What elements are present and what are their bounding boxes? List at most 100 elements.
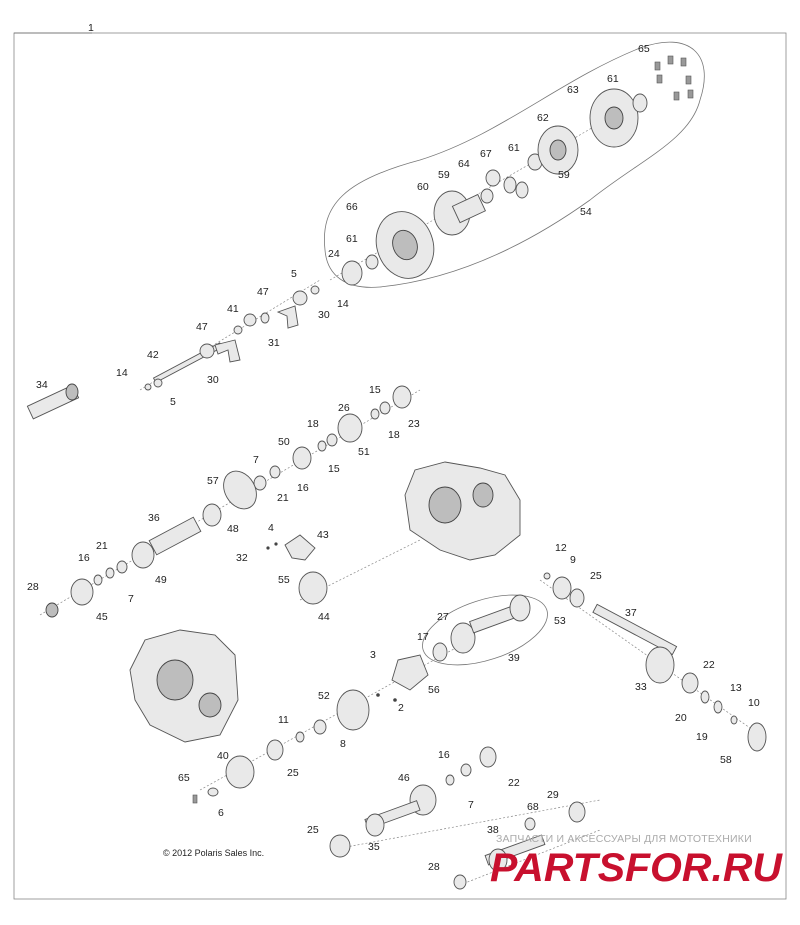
callout: 18 — [307, 418, 319, 430]
callout: 64 — [458, 158, 470, 170]
callout: 2 — [398, 702, 404, 714]
callout: 32 — [236, 552, 248, 564]
callout: 21 — [96, 540, 108, 552]
callout: 61 — [346, 233, 358, 245]
shift-cam-group — [266, 534, 328, 605]
callout: 63 — [567, 84, 579, 96]
callout: 23 — [408, 418, 420, 430]
callout: 16 — [438, 749, 450, 761]
callout: 4 — [268, 522, 274, 534]
callout: 18 — [388, 429, 400, 441]
callout: 46 — [398, 772, 410, 784]
shift-fork-group — [144, 285, 320, 391]
callout: 60 — [417, 181, 429, 193]
callout: 14 — [337, 298, 349, 310]
callout: 68 — [527, 801, 539, 813]
callout: 65 — [178, 772, 190, 784]
callout: 36 — [148, 512, 160, 524]
callout: 25 — [287, 767, 299, 779]
callout: 39 — [508, 652, 520, 664]
callout: 27 — [437, 611, 449, 623]
callout: 61 — [508, 142, 520, 154]
callout: 52 — [318, 690, 330, 702]
callout: 15 — [328, 463, 340, 475]
callout: 50 — [278, 436, 290, 448]
callout: 62 — [537, 112, 549, 124]
callout: 59 — [558, 169, 570, 181]
bottom-shaft-group — [329, 746, 586, 890]
group-39-outline — [422, 594, 548, 666]
callout: 38 — [487, 824, 499, 836]
callout: 17 — [417, 631, 429, 643]
watermark-logo-text: PARTSFOR.RU — [490, 846, 783, 889]
callout: 42 — [147, 349, 159, 361]
callout: 34 — [36, 379, 48, 391]
callout: 15 — [369, 384, 381, 396]
callout: 30 — [207, 374, 219, 386]
callout: 8 — [340, 738, 346, 750]
callout: 29 — [547, 789, 559, 801]
callout: 28 — [27, 581, 39, 593]
callout: 5 — [291, 268, 297, 280]
upper-gear-group — [341, 55, 694, 286]
callout: 24 — [328, 248, 340, 260]
callout: 31 — [268, 337, 280, 349]
callout-labels: 1 65 61 63 62 61 59 67 64 59 60 66 61 24… — [27, 22, 760, 873]
callout: 67 — [480, 148, 492, 160]
callout: 3 — [370, 649, 376, 661]
callout: 25 — [590, 570, 602, 582]
shift-drum-34 — [26, 383, 80, 420]
callout: 1 — [88, 22, 94, 34]
callout: 53 — [554, 615, 566, 627]
axis-bottom — [329, 799, 601, 851]
callout: 21 — [277, 492, 289, 504]
callout: 40 — [217, 750, 229, 762]
callout: 57 — [207, 475, 219, 487]
callout: 9 — [570, 554, 576, 566]
callout: 20 — [675, 712, 687, 724]
callout: 55 — [278, 574, 290, 586]
callout: 7 — [128, 593, 134, 605]
group-54-outline — [323, 41, 705, 288]
callout: 25 — [307, 824, 319, 836]
callout: 13 — [730, 682, 742, 694]
callout: 44 — [318, 611, 330, 623]
callout: 5 — [170, 396, 176, 408]
callout: 58 — [720, 754, 732, 766]
callout: 6 — [218, 807, 224, 819]
callout: 14 — [116, 367, 128, 379]
axis-bottom2 — [459, 829, 601, 886]
callout: 41 — [227, 303, 239, 315]
callout: 66 — [346, 201, 358, 213]
callout: 16 — [78, 552, 90, 564]
callout: 65 — [638, 43, 650, 55]
callout: 26 — [338, 402, 350, 414]
callout: 22 — [703, 659, 715, 671]
callout: 30 — [318, 309, 330, 321]
callout: 28 — [428, 861, 440, 873]
callout: 11 — [278, 714, 289, 726]
callout: 47 — [257, 286, 269, 298]
callout: 45 — [96, 611, 108, 623]
callout: 48 — [227, 523, 239, 535]
callout: 22 — [508, 777, 520, 789]
case-half-lower — [129, 629, 239, 743]
callout: 49 — [155, 574, 167, 586]
callout: 56 — [428, 684, 440, 696]
callout: 19 — [696, 731, 708, 743]
callout: 47 — [196, 321, 208, 333]
watermark-logo: PARTSFOR.RU — [490, 846, 783, 889]
group-39-parts — [432, 594, 531, 662]
output-shaft-group — [543, 572, 767, 752]
callout: 61 — [607, 73, 619, 85]
callout: 35 — [368, 841, 380, 853]
callout: 54 — [580, 206, 592, 218]
callout: 7 — [468, 799, 474, 811]
callout: 37 — [625, 607, 637, 619]
watermark-subtitle: ЗАПЧАСТИ И АКСЕССУАРЫ ДЛЯ МОТОТЕХНИКИ — [496, 833, 752, 845]
callout: 43 — [317, 529, 329, 541]
callout: 12 — [555, 542, 567, 554]
copyright-text: © 2012 Polaris Sales Inc. — [163, 848, 265, 858]
callout: 16 — [297, 482, 309, 494]
